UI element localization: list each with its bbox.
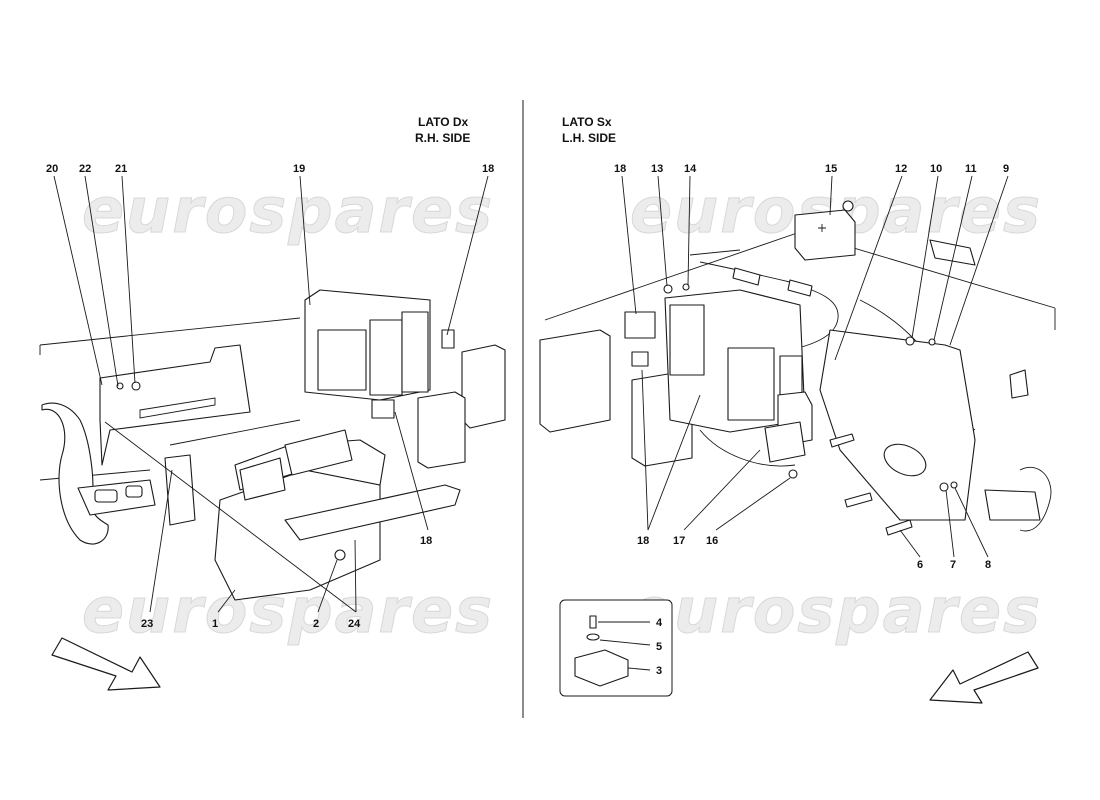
lh-fuse-block-b (727, 347, 775, 421)
rh-ecu-connector (284, 429, 353, 476)
lh-callout-16: 16 (706, 535, 718, 547)
lh-callout-13: 13 (651, 163, 663, 175)
rh-nut-2 (334, 549, 346, 561)
inset-callout-3: 3 (656, 665, 662, 677)
lh-nut-7 (939, 482, 949, 492)
rh-fuse-block-c (401, 311, 429, 393)
rh-ecu-connector-2 (239, 457, 286, 501)
inset-washer-5 (586, 633, 600, 641)
lh-title-italian: LATO Sx (562, 115, 612, 129)
lh-bolt-13 (663, 284, 673, 294)
rh-title-english: R.H. SIDE (415, 131, 470, 145)
lh-callout-15: 15 (825, 163, 837, 175)
lh-junction-box-15 (794, 209, 856, 261)
rh-callout-20: 20 (46, 163, 58, 175)
rh-bolt-21 (131, 381, 141, 391)
lh-relay-18-top (624, 311, 656, 339)
rh-side-panel: LATO Dx R.H. SIDE (39, 115, 506, 691)
rh-body-panel (39, 317, 301, 481)
rh-grommet-hole (94, 489, 118, 503)
lh-stud-6a (844, 492, 873, 508)
rh-bracket-slot (139, 397, 216, 419)
rh-callout-23: 23 (141, 618, 153, 630)
inset-callout-5: 5 (656, 641, 662, 653)
rh-callout-24: 24 (348, 618, 361, 630)
rh-callout-2: 2 (313, 618, 319, 630)
rh-mounting-bracket (99, 344, 251, 466)
lh-nut-16 (788, 469, 798, 479)
watermark-top-left: eurospares (82, 174, 494, 247)
arrow-down-left-icon (929, 651, 1039, 704)
lh-cable-lug (732, 267, 761, 286)
lh-connector-16 (764, 421, 806, 463)
lh-washer-8 (950, 481, 958, 489)
lh-harness-end (1019, 466, 1052, 532)
rh-fuse-block-a (317, 329, 367, 391)
inset-sensor-3 (574, 649, 629, 687)
rh-title-italian: LATO Dx (418, 115, 469, 129)
lh-bracket-tab-2 (1009, 369, 1029, 399)
lh-callout-18-bottom: 18 (637, 535, 649, 547)
rh-leaders (53, 175, 489, 613)
lh-stud-6b (885, 519, 913, 536)
lh-relay-18-small (631, 351, 649, 367)
rh-callout-18-top: 18 (482, 163, 494, 175)
lh-harness-17 (699, 429, 796, 467)
watermark-bottom-right: eurospares (630, 574, 1042, 647)
rh-callout-1: 1 (212, 618, 218, 630)
lh-inset-detail: 4 5 3 (559, 599, 673, 697)
lh-callout-6: 6 (917, 559, 923, 571)
watermark-top-right: eurospares (630, 174, 1042, 247)
lh-callout-11: 11 (965, 163, 977, 175)
rh-callout-19: 19 (293, 163, 305, 175)
lh-relay-box-large (539, 329, 611, 433)
rh-relay-box-a (461, 344, 506, 429)
rh-callout-18-bottom: 18 (420, 535, 432, 547)
rh-wiring-harness (41, 402, 109, 545)
lh-bracket-cutout (883, 443, 927, 477)
lh-callout-17: 17 (673, 535, 685, 547)
inset-bolt-4 (589, 615, 597, 629)
rh-callout-21: 21 (115, 163, 127, 175)
lh-grommet (984, 489, 1041, 521)
lh-callout-14: 14 (684, 163, 697, 175)
lh-callout-7: 7 (950, 559, 956, 571)
lh-junction-box-mark (818, 224, 826, 232)
lh-bracket-tab (929, 239, 976, 266)
arrow-down-right-icon (51, 637, 161, 691)
lh-fuse-block-a (669, 304, 705, 376)
lh-cable-lug-2 (787, 279, 813, 297)
lh-callout-8: 8 (985, 559, 991, 571)
lh-washer-14 (682, 283, 690, 291)
lh-side-panel: LATO Sx L.H. SIDE (539, 115, 1056, 704)
lh-washer-11 (928, 338, 936, 346)
rh-relay-small (371, 399, 395, 419)
lh-callout-10: 10 (930, 163, 942, 175)
lh-callout-9: 9 (1003, 163, 1009, 175)
rh-washer-22 (116, 382, 124, 390)
lh-callout-18-top: 18 (614, 163, 626, 175)
rh-bracket-23 (164, 454, 196, 526)
lh-nut-15 (842, 200, 854, 212)
lh-leaders (621, 175, 1009, 558)
rh-ecu-bracket (284, 484, 461, 541)
lh-title-english: L.H. SIDE (562, 131, 616, 145)
rh-fuse-block-b (369, 319, 403, 396)
lh-bolt-10 (905, 336, 915, 346)
lh-body-panel (544, 231, 1056, 330)
rh-callout-22: 22 (79, 163, 91, 175)
lh-main-bracket (819, 329, 976, 521)
lh-callout-12: 12 (895, 163, 907, 175)
inset-callout-4: 4 (656, 617, 663, 629)
rh-grommet-hole-2 (125, 485, 143, 498)
lh-stud-6c (829, 433, 855, 448)
rh-relay-box-b (417, 391, 466, 469)
